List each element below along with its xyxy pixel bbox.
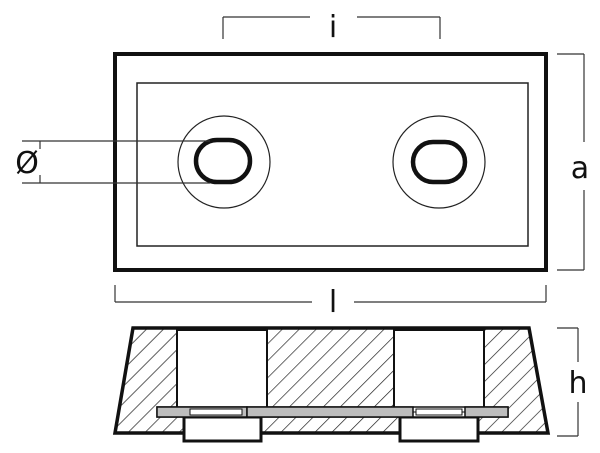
height-label: h xyxy=(568,366,587,401)
height-dimension xyxy=(557,327,579,437)
width-label: a xyxy=(571,151,589,186)
right-bore xyxy=(393,329,485,443)
diameter-label: Ø xyxy=(15,146,39,181)
diameter-dimension xyxy=(22,140,210,184)
outer-outline xyxy=(113,52,548,272)
inner-outline xyxy=(136,82,529,247)
top-view: Ø i a l xyxy=(15,10,589,320)
right-mounting-hole xyxy=(392,115,486,209)
width-dimension xyxy=(557,53,585,271)
length-dimension xyxy=(114,285,547,303)
side-view: h xyxy=(112,326,588,443)
interaxis-label: i xyxy=(329,10,337,45)
interaxis-dimension xyxy=(222,16,441,39)
steel-insert-strip xyxy=(156,406,509,418)
left-mounting-hole xyxy=(177,115,271,209)
left-bore xyxy=(176,329,268,443)
length-label: l xyxy=(329,285,337,320)
